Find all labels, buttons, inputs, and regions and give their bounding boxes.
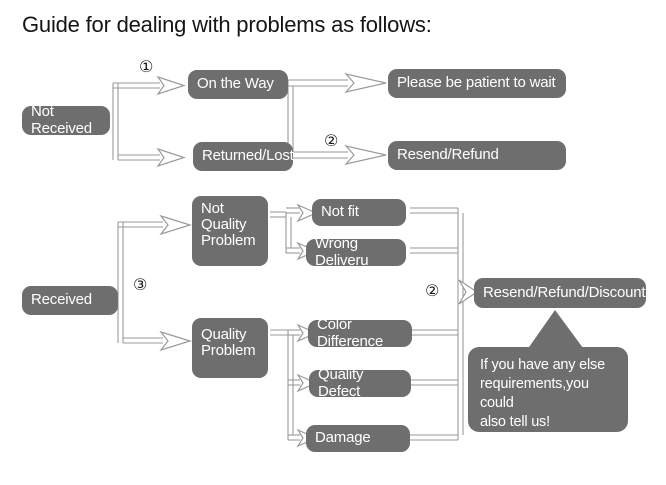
step-marker-three: ③ xyxy=(133,275,148,294)
node-not-received[interactable]: Not Received xyxy=(22,103,110,137)
node-damage-label: Damage xyxy=(315,429,371,447)
step-marker-two: ② xyxy=(324,131,339,150)
node-not-fit[interactable]: Not fit xyxy=(312,199,406,226)
node-not-quality-problem-line-3: Problem xyxy=(201,232,256,250)
node-returned-lost-label: Returned/Lost xyxy=(202,147,294,165)
node-quality-problem-line-1: Quality xyxy=(201,326,247,343)
node-resend-refund[interactable]: Resend/Refund xyxy=(388,141,566,170)
node-not-quality-problem-line-2: Quality xyxy=(201,216,247,234)
node-quality-defect-label: Quality Defect xyxy=(318,366,364,400)
node-not-quality-problem[interactable]: Not Quality Problem xyxy=(192,196,268,266)
node-color-difference[interactable]: Color Difference xyxy=(308,316,412,350)
node-quality-problem[interactable]: Quality Problem xyxy=(192,318,268,378)
node-please-be-patient[interactable]: Please be patient to wait xyxy=(388,69,566,98)
node-on-the-way-label: On the Way xyxy=(197,75,274,93)
node-wrong-delivery[interactable]: Wrong Deliveru xyxy=(306,235,406,269)
node-resend-refund-discount[interactable]: Resend/Refund/Discount xyxy=(474,278,646,308)
node-resend-refund-discount-label: Resend/Refund/Discount xyxy=(483,283,646,301)
callout-line-1: If you have any else xyxy=(480,357,605,373)
node-returned-lost[interactable]: Returned/Lost xyxy=(193,142,294,171)
step-marker-two-merge: ② xyxy=(425,281,440,300)
node-color-difference-label: Color Difference xyxy=(317,316,384,350)
node-not-quality-problem-line-1: Not xyxy=(201,200,224,217)
node-not-received-label: Not Received xyxy=(31,103,92,137)
node-resend-refund-label: Resend/Refund xyxy=(397,146,499,164)
node-not-fit-label: Not fit xyxy=(321,203,359,221)
node-received-label: Received xyxy=(31,291,92,309)
node-please-be-patient-label: Please be patient to wait xyxy=(397,74,556,92)
node-on-the-way[interactable]: On the Way xyxy=(188,70,288,99)
node-wrong-delivery-label: Wrong Deliveru xyxy=(315,235,369,269)
node-received[interactable]: Received xyxy=(22,286,118,315)
step-marker-one: ① xyxy=(139,57,154,76)
callout-line-3: also tell us! xyxy=(480,413,550,430)
callout-extra-requirements: If you have any else requirements,you co… xyxy=(468,347,628,432)
page-title: Guide for dealing with problems as follo… xyxy=(22,12,432,37)
node-quality-defect[interactable]: Quality Defect xyxy=(309,366,411,400)
node-quality-problem-line-2: Problem xyxy=(201,342,256,360)
node-damage[interactable]: Damage xyxy=(306,425,410,452)
callout-line-2: requirements,you could xyxy=(480,375,589,411)
